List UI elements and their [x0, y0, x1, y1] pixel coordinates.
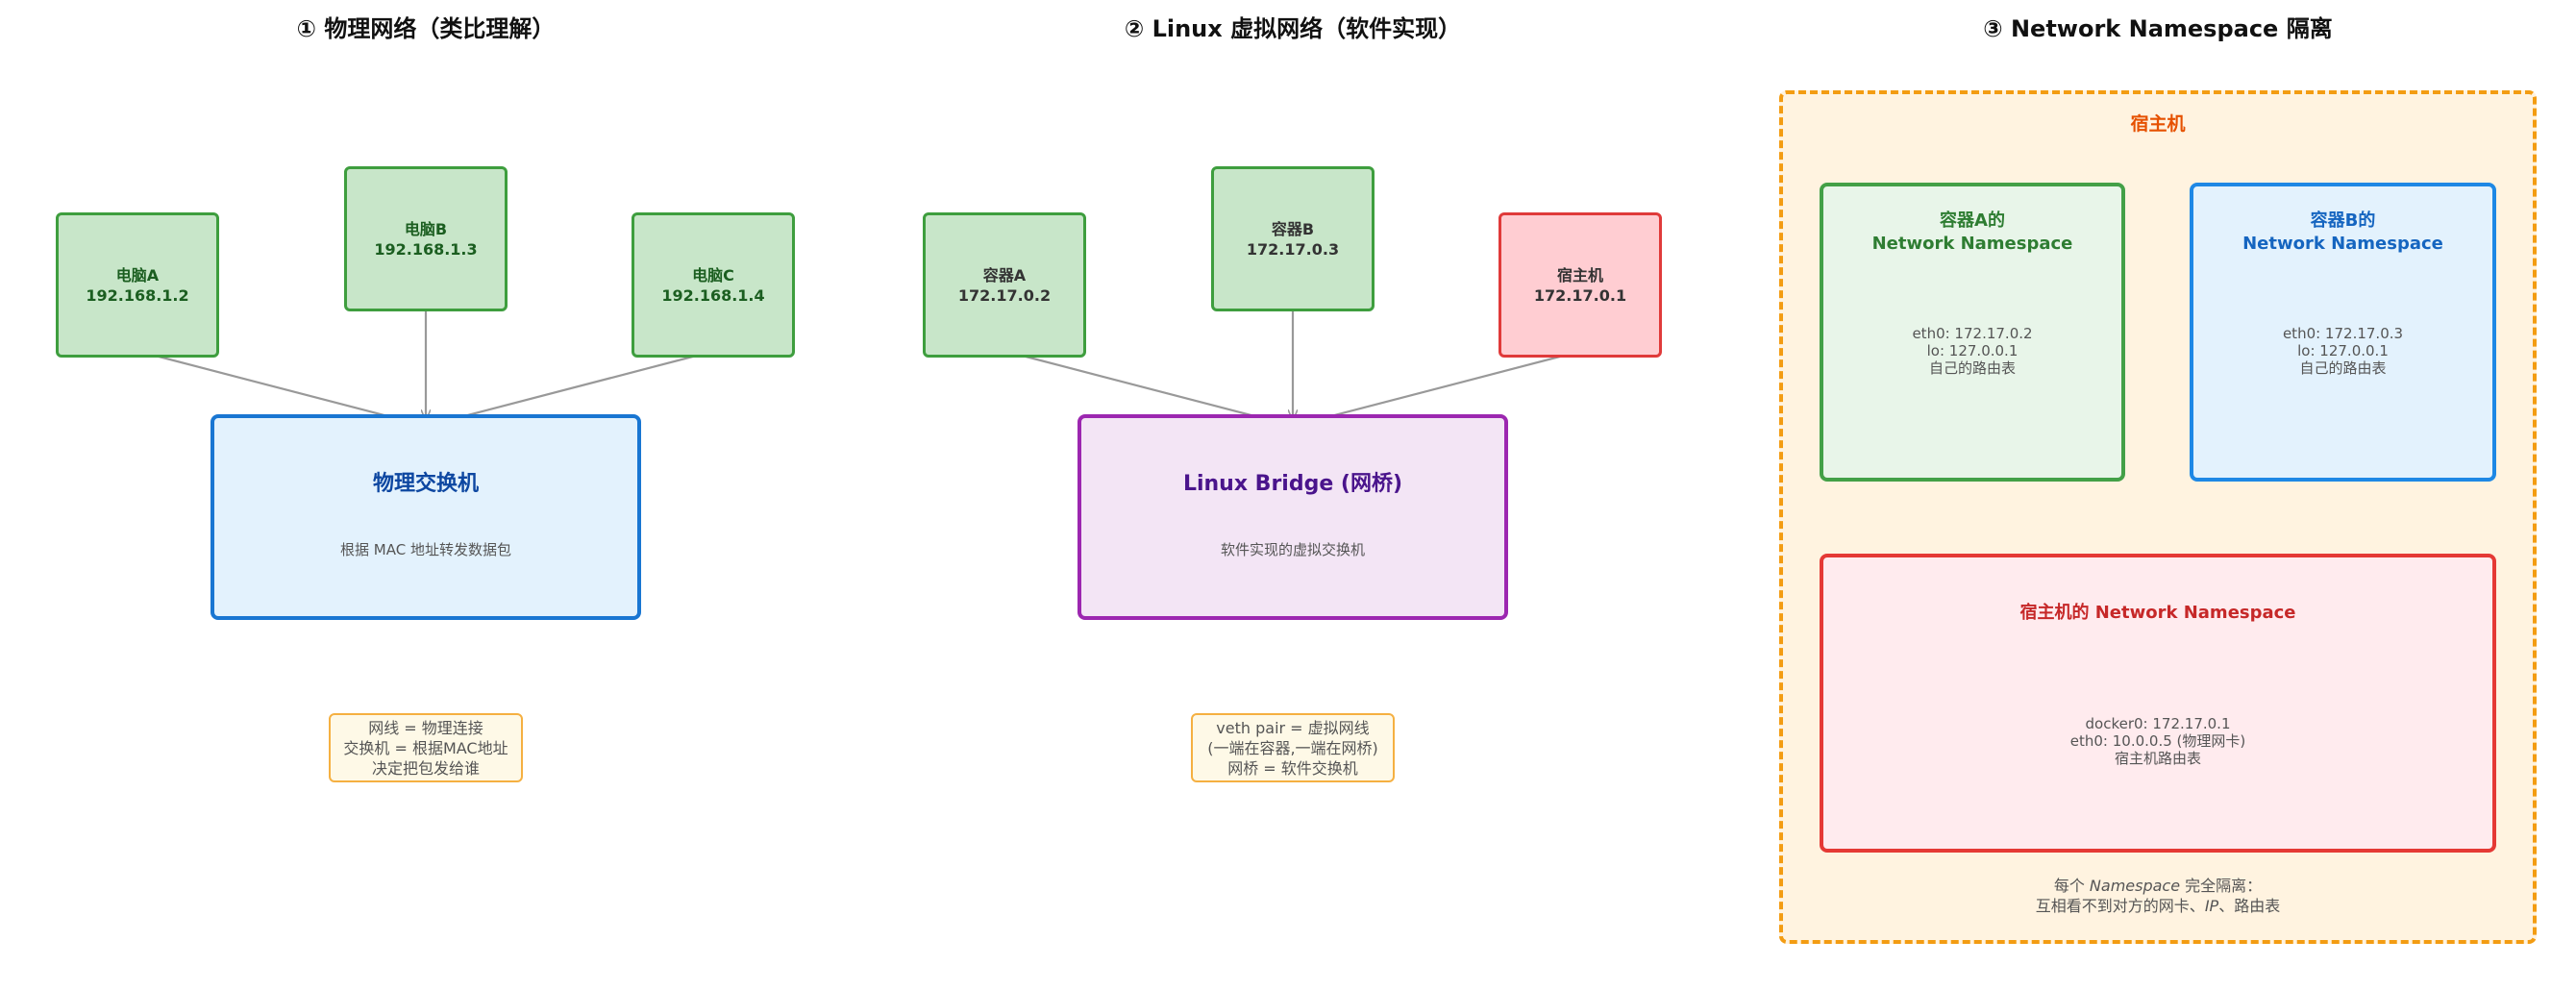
host-machine-label: 宿主机: [2130, 113, 2186, 135]
linux-bridge: Linux Bridge (网桥) 软件实现的虚拟交换机: [1077, 414, 1508, 620]
namespace-title-line: Network Namespace: [2242, 234, 2443, 254]
namespace-title-line: Network Namespace: [1871, 234, 2073, 254]
detail-line: lo: 127.0.0.1: [1926, 342, 2019, 359]
node-ip: 192.168.1.2: [86, 285, 189, 305]
detail-line: lo: 127.0.0.1: [2297, 342, 2389, 359]
node-ip: 192.168.1.3: [374, 239, 478, 259]
namespace-panel-title: ③ Network Namespace 隔离: [1983, 15, 2333, 42]
namespace-details: eth0: 172.17.0.3 lo: 127.0.0.1 自己的路由表: [2193, 325, 2492, 377]
node-name: 电脑A: [115, 265, 160, 285]
node-host: 宿主机 172.17.0.1: [1499, 212, 1662, 358]
detail-line: eth0: 172.17.0.3: [2282, 325, 2404, 342]
namespace-details: docker0: 172.17.0.1 eth0: 10.0.0.5 (物理网卡…: [1823, 715, 2492, 767]
wire-container-a: [1006, 350, 1288, 425]
detail-line: 宿主机路由表: [2114, 750, 2201, 767]
namespace-container-b: 容器B的 Network Namespace eth0: 172.17.0.3 …: [2190, 183, 2496, 482]
detail-line: 自己的路由表: [2299, 359, 2387, 377]
switch-title: 物理交换机: [372, 471, 479, 496]
namespace-host: 宿主机的 Network Namespace docker0: 172.17.0…: [1820, 554, 2496, 853]
namespace-title-line: 容器A的: [1940, 210, 2005, 231]
bridge-title: Linux Bridge (网桥): [1182, 471, 1403, 496]
detail-line: eth0: 10.0.0.5 (物理网卡): [2069, 732, 2246, 750]
physical-switch: 物理交换机 根据 MAC 地址转发数据包: [211, 414, 641, 620]
linux-note: veth pair = 虚拟网线 (一端在容器,一端在网桥) 网桥 = 软件交换…: [1191, 713, 1395, 782]
note-line: 决定把包发给谁: [371, 758, 480, 778]
detail-line: docker0: 172.17.0.1: [2085, 715, 2231, 732]
namespace-title-line: 容器B的: [2310, 210, 2376, 231]
wire-pc-c: [431, 350, 712, 425]
isolation-note: 每个 Namespace 完全隔离： 互相看不到对方的网卡、IP、路由表: [1783, 876, 2533, 916]
bridge-subtitle: 软件实现的虚拟交换机: [1220, 540, 1365, 558]
isolation-note-line2: 互相看不到对方的网卡、IP、路由表: [2035, 897, 2281, 915]
namespace-title: 容器A的 Network Namespace: [1823, 210, 2121, 256]
note-line: 交换机 = 根据MAC地址: [343, 738, 508, 757]
namespace-title: 容器B的 Network Namespace: [2193, 210, 2492, 256]
node-name: 容器B: [1271, 219, 1315, 238]
node-pc-b: 电脑B 192.168.1.3: [344, 166, 508, 311]
switch-subtitle: 根据 MAC 地址转发数据包: [340, 540, 511, 558]
note-line: (一端在容器,一端在网桥): [1207, 738, 1378, 757]
node-pc-c: 电脑C 192.168.1.4: [632, 212, 795, 358]
physical-panel-title: ① 物理网络（类比理解）: [296, 15, 556, 42]
physical-note: 网线 = 物理连接 交换机 = 根据MAC地址 决定把包发给谁: [329, 713, 523, 782]
note-line: veth pair = 虚拟网线: [1216, 718, 1370, 737]
note-line: 网线 = 物理连接: [368, 718, 483, 737]
node-ip: 172.17.0.2: [957, 285, 1052, 305]
node-ip: 172.17.0.1: [1533, 285, 1627, 305]
detail-line: 自己的路由表: [1928, 359, 2016, 377]
namespace-title: 宿主机的 Network Namespace: [2019, 603, 2296, 623]
node-ip: 172.17.0.3: [1246, 239, 1340, 259]
node-name: 电脑B: [404, 219, 448, 238]
node-name: 容器A: [982, 265, 1027, 285]
note-line: 网桥 = 软件交换机: [1227, 758, 1358, 778]
linux-panel-title: ② Linux 虚拟网络（软件实现）: [1124, 15, 1462, 42]
wire-host: [1298, 350, 1579, 425]
node-name: 电脑C: [692, 265, 734, 285]
node-ip: 192.168.1.4: [661, 285, 765, 305]
isolation-note-line1: 每个 Namespace 完全隔离：: [2053, 877, 2263, 895]
detail-line: eth0: 172.17.0.2: [1912, 325, 2033, 342]
namespace-container-a: 容器A的 Network Namespace eth0: 172.17.0.2 …: [1820, 183, 2125, 482]
namespace-details: eth0: 172.17.0.2 lo: 127.0.0.1 自己的路由表: [1823, 325, 2121, 377]
node-container-a: 容器A 172.17.0.2: [923, 212, 1086, 358]
node-name: 宿主机: [1556, 265, 1603, 285]
node-container-b: 容器B 172.17.0.3: [1211, 166, 1375, 311]
wire-pc-a: [139, 350, 421, 425]
node-pc-a: 电脑A 192.168.1.2: [56, 212, 219, 358]
